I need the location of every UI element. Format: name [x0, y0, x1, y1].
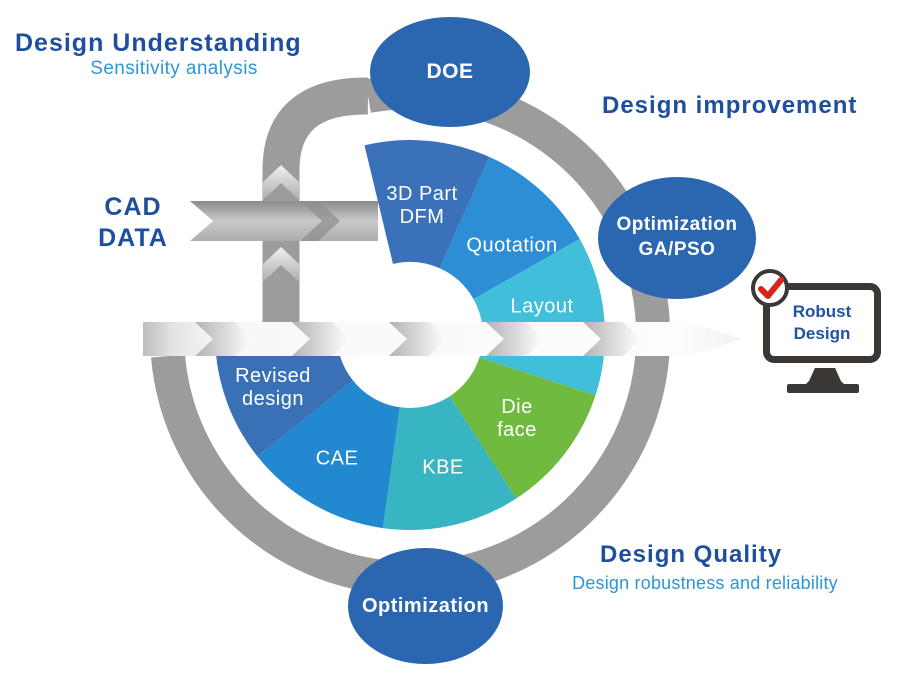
cad-arrow-chevron [300, 201, 340, 241]
monitor-icon: Robust Design [750, 262, 890, 402]
node-optimization: Optimization [348, 548, 503, 664]
title-design-quality: Design Quality [600, 541, 783, 568]
flow-chevron [292, 322, 350, 356]
flow-chevron [389, 322, 447, 356]
subtitle-sensitivity-analysis: Sensitivity analysis [90, 58, 258, 79]
wheel-segment-3d-part-dfm [364, 140, 490, 269]
node-optimization-ga-pso-line1: Optimization [616, 214, 738, 236]
feedback-band [262, 77, 369, 358]
cycle-ring [151, 75, 671, 596]
label-cad-data: CAD DATA [83, 192, 183, 253]
monitor-base [787, 384, 859, 393]
subtitle-design-robustness: Design robustness and reliability [572, 573, 838, 593]
cad-data-line1: CAD [104, 193, 162, 221]
flow-chevron [583, 322, 641, 356]
monitor-stand [804, 368, 846, 386]
up-arrow-chevron [263, 165, 299, 200]
check-icon [751, 269, 789, 307]
wheel-segment-revised-design [215, 338, 353, 457]
node-optimization-label: Optimization [361, 594, 490, 617]
node-optimization-ga-pso: Optimization GA/PSO [598, 177, 756, 299]
cad-data-arrow [190, 201, 378, 241]
up-arrow-chevron [263, 247, 299, 282]
node-optimization-ga-pso-line2: GA/PSO [638, 239, 716, 260]
title-design-improvement: Design improvement [602, 92, 858, 119]
flow-chevron [195, 322, 253, 356]
node-doe-label: DOE [426, 60, 474, 83]
cad-data-line2: DATA [98, 223, 168, 252]
process-wheel [215, 140, 606, 530]
title-design-understanding: Design Understanding [15, 29, 302, 57]
wheel-segment-kbe [382, 396, 517, 530]
wheel-segment-quotation [439, 156, 580, 300]
wheel-segment-cae [257, 380, 400, 529]
robust-design-line1: Robust [792, 302, 852, 322]
node-doe: DOE [370, 17, 530, 127]
flow-chevron [486, 322, 544, 356]
wheel-segment-layout [473, 239, 606, 396]
robust-design-line2: Design [793, 324, 851, 343]
wheel-segment-die-face [449, 357, 596, 499]
